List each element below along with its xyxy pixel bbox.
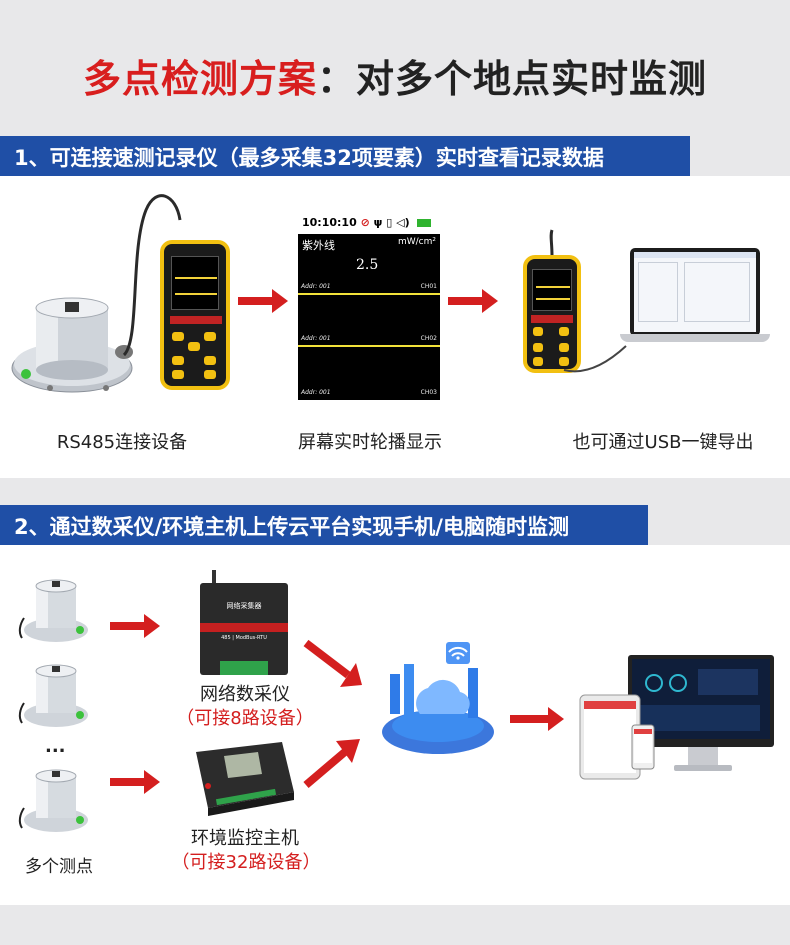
- display-screen: 10:10:10 ⊘ ψ ▯ ◁) 紫外线 mW/cm² 2.5 Addr: 0…: [298, 213, 440, 400]
- cloud-platform-icon: [382, 642, 494, 754]
- collector-device-title: 网络采集器: [226, 602, 262, 610]
- cable-1: [122, 194, 182, 357]
- usb-cable: [563, 345, 627, 373]
- section1-heading-bar: 1、可连接速测记录仪（最多采集32项要素）实时查看记录数据: [0, 136, 690, 176]
- usb-icon: ψ: [373, 216, 383, 229]
- caption-collector-note: （可接8路设备）: [176, 708, 314, 729]
- battery-icon: [417, 219, 432, 227]
- caption-multi-points: 多个测点: [25, 857, 93, 877]
- param-value: 2.5: [356, 257, 379, 273]
- sensor-point-3: [18, 769, 88, 832]
- handheld-recorder-2: [523, 255, 581, 373]
- collector-device-model: 485 | ModBus-RTU: [221, 635, 267, 641]
- caption-host-note: （可接32路设备）: [171, 852, 321, 873]
- brand-strip: [170, 316, 222, 324]
- arrow-right-icon: [510, 707, 564, 731]
- sensor-point-2: [18, 664, 88, 727]
- clock-text: 10:10:10: [302, 216, 357, 229]
- alarm-icon: ⊘: [360, 216, 370, 229]
- network-collector-device: 网络采集器 485 | ModBus-RTU: [200, 583, 288, 675]
- arrow-right-icon: [110, 770, 160, 794]
- param-name: 紫外线: [302, 239, 335, 252]
- caption-usb: 也可通过USB一键导出: [572, 432, 754, 453]
- section2-heading: 2、通过数采仪/环境主机上传云平台实现手机/电脑随时监测: [14, 515, 569, 539]
- handheld-screen: [171, 256, 219, 310]
- brand-strip: [531, 315, 573, 323]
- arrow-right-icon: [110, 614, 160, 638]
- cable-2: [549, 229, 554, 257]
- laptop-illustration: [620, 248, 770, 348]
- handheld-screen: [532, 269, 572, 311]
- arrows-to-cloud: [303, 639, 362, 789]
- title-highlight: 多点检测方案: [82, 57, 317, 101]
- handheld-recorder-1: [160, 240, 230, 390]
- software-window: [634, 252, 756, 332]
- antenna-icon: [212, 570, 216, 586]
- param-unit: mW/cm²: [397, 237, 436, 247]
- sensor-illustration: [11, 297, 133, 393]
- arrow-right-icon: [238, 289, 288, 313]
- lock-icon: ▯: [386, 216, 393, 229]
- ellipsis-text: ...: [45, 736, 66, 757]
- addr-label-2: Addr: 001: [301, 335, 331, 342]
- addr-label-3: Addr: 001: [301, 389, 331, 396]
- sensor-point-1: [18, 579, 88, 642]
- section1-heading: 1、可连接速测记录仪（最多采集32项要素）实时查看记录数据: [14, 146, 604, 170]
- title-rest: ：对多个地点实时监测: [317, 57, 708, 101]
- section2-heading-bar: 2、通过数采仪/环境主机上传云平台实现手机/电脑随时监测: [0, 505, 648, 545]
- caption-rs485: RS485连接设备: [56, 432, 188, 453]
- page-title: 多点检测方案：对多个地点实时监测: [0, 48, 790, 103]
- divider-line: [298, 345, 440, 347]
- caption-screen: 屏幕实时轮播显示: [298, 432, 442, 453]
- monitor-tablet-phone-illustration: [579, 655, 774, 780]
- channel-label-3: CH03: [420, 389, 437, 396]
- status-bar: 10:10:10 ⊘ ψ ▯ ◁): [298, 213, 440, 234]
- arrow-right-icon: [448, 289, 498, 313]
- channel-label-1: CH01: [420, 283, 437, 290]
- channel-label-2: CH02: [420, 335, 437, 342]
- speaker-icon: ◁): [396, 216, 410, 229]
- caption-host-name: 环境监控主机: [191, 828, 299, 849]
- caption-collector-name: 网络数采仪: [200, 684, 290, 705]
- divider-line: [298, 293, 440, 295]
- addr-label-1: Addr: 001: [301, 283, 331, 290]
- environment-host-device: [196, 742, 294, 816]
